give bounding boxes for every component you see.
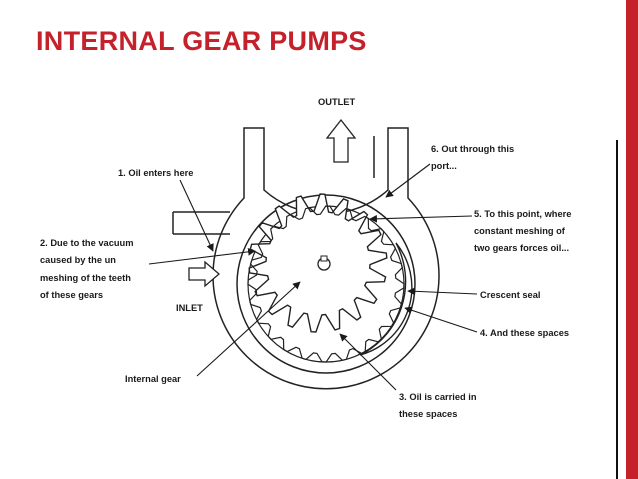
edge-divider-line: [616, 140, 618, 479]
leader-these-spaces: [404, 306, 478, 333]
leader-internal-gear: [196, 281, 301, 377]
label-outlet: OUTLET: [318, 97, 356, 107]
shaft-key: [320, 255, 328, 262]
label-oil-carried-2: these spaces: [399, 409, 457, 419]
label-out-port-1: 6. Out through this: [431, 144, 514, 154]
label-meshing-2: constant meshing of: [474, 226, 566, 236]
label-these-spaces: 4. And these spaces: [480, 328, 569, 338]
label-crescent-seal: Crescent seal: [480, 290, 540, 300]
leader-meshing: [369, 214, 473, 223]
ring-gear-teeth: [247, 205, 405, 363]
slide-title: INTERNAL GEAR PUMPS: [36, 26, 367, 56]
ring-gear-outer: [236, 194, 416, 374]
label-oil-carried-1: 3. Oil is carried in: [399, 392, 477, 402]
label-vacuum-1: 2. Due to the vacuum: [40, 238, 134, 248]
leader-oil-enters: [179, 179, 214, 252]
leader-oil-carried: [339, 333, 397, 391]
outlet-flow-arrow: [325, 118, 357, 163]
inlet-port: [172, 211, 230, 235]
label-vacuum-4: of these gears: [40, 290, 103, 300]
label-out-port-2: port...: [431, 161, 457, 171]
leader-crescent-seal: [407, 287, 478, 296]
inlet-flow-arrow: [188, 260, 220, 288]
pump-housing: [212, 127, 440, 390]
label-meshing-1: 5. To this point, where: [474, 209, 571, 219]
label-vacuum-2: caused by the un: [40, 255, 116, 265]
leader-out-port: [385, 163, 431, 198]
label-meshing-3: two gears forces oil...: [474, 243, 569, 253]
accent-edge-bar: [626, 0, 638, 479]
label-inlet: INLET: [176, 303, 203, 313]
label-vacuum-3: meshing of the teeth: [40, 273, 131, 283]
label-oil-enters: 1. Oil enters here: [118, 168, 193, 178]
crescent: [359, 242, 413, 356]
label-internal-gear: Internal gear: [125, 374, 181, 384]
leader-vacuum: [148, 248, 256, 265]
